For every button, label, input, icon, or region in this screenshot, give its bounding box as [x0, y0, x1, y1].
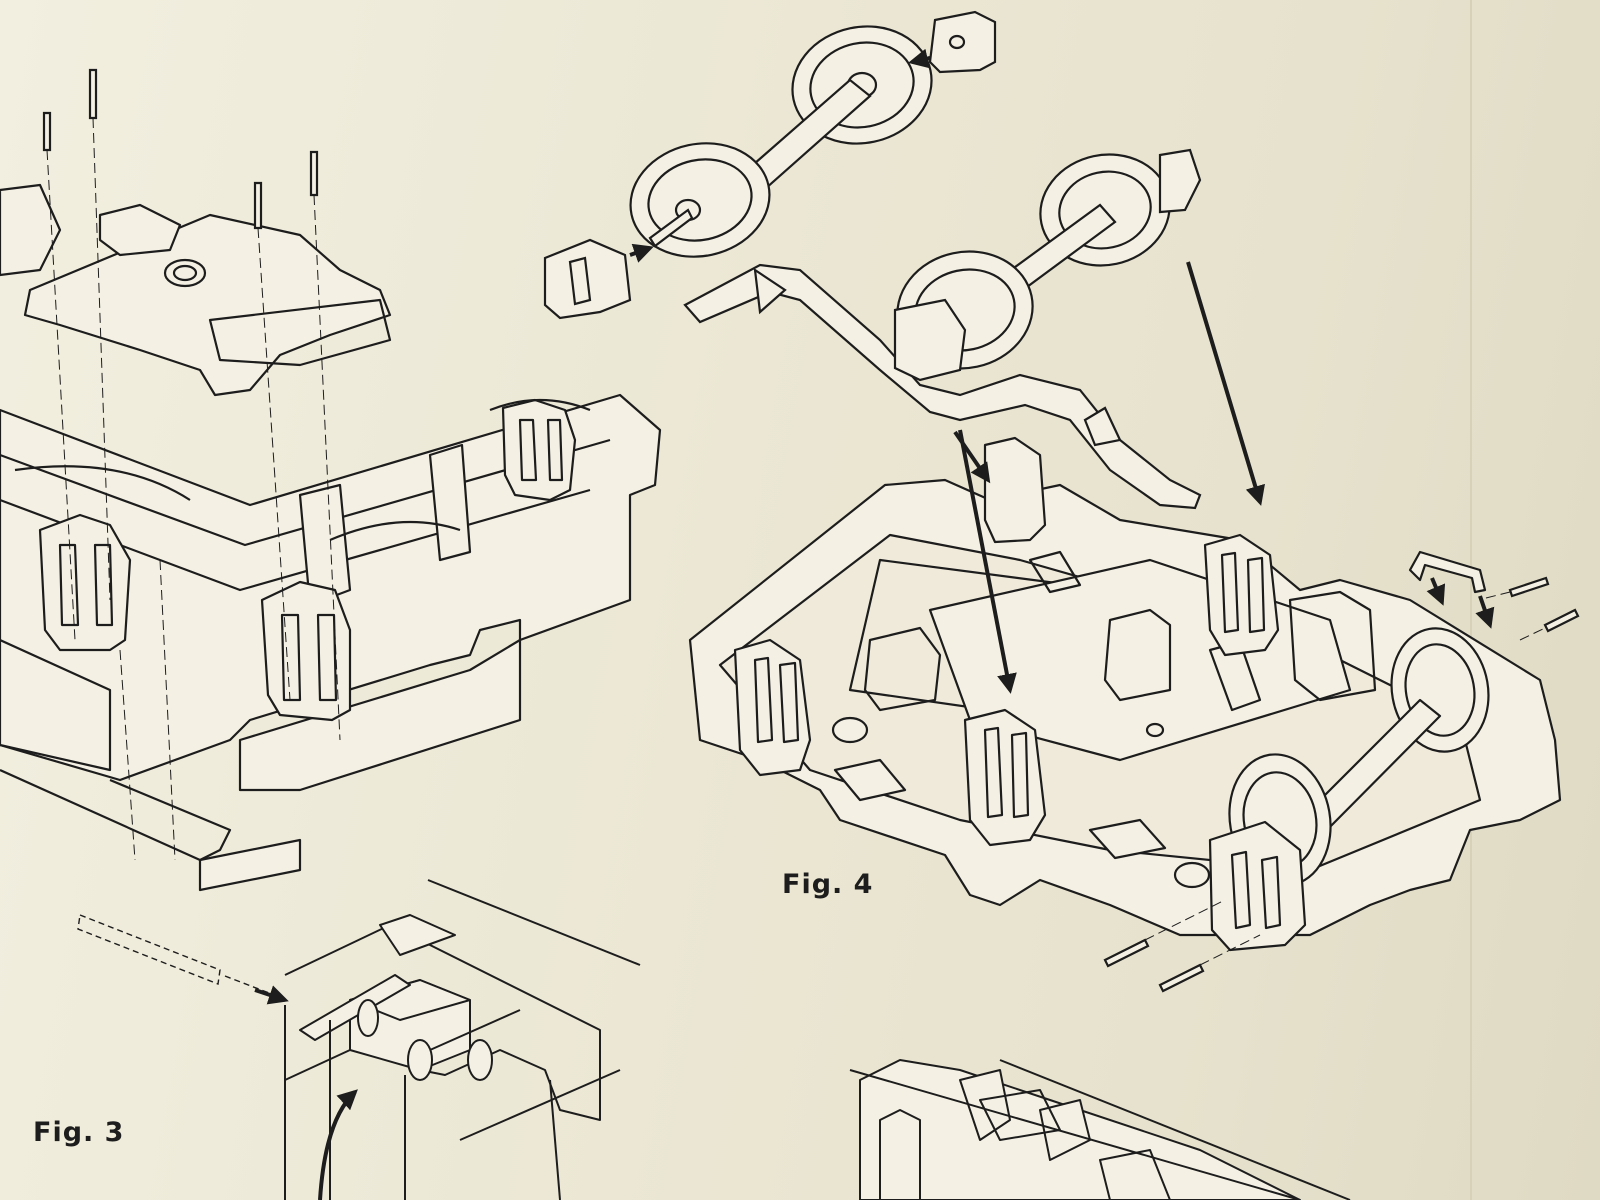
fig3-arrows [254, 985, 358, 1200]
fig3-dashed-pin [77, 914, 283, 999]
fig4-direction-arrows [629, 48, 1495, 694]
fig4-guide-lines [1144, 591, 1546, 966]
fig4-truck-frame [688, 436, 1562, 952]
fig4-upper-wheelset [629, 25, 933, 258]
left-truck-assembly [0, 183, 662, 892]
fig4-journal-bearings [543, 10, 997, 320]
fig3-label: Fig. 3 [33, 1117, 125, 1148]
fig4-label: Fig. 4 [782, 869, 874, 900]
paper-fold-line [1470, 0, 1472, 1200]
left-truck-guide-lines [46, 117, 341, 861]
fig3-detail [284, 879, 641, 1200]
fig4-pins [1103, 576, 1580, 993]
left-truck-pins [42, 68, 319, 230]
fig4-lower-wheelset [683, 148, 1202, 510]
bottom-right-partial-figure [849, 1059, 1351, 1200]
